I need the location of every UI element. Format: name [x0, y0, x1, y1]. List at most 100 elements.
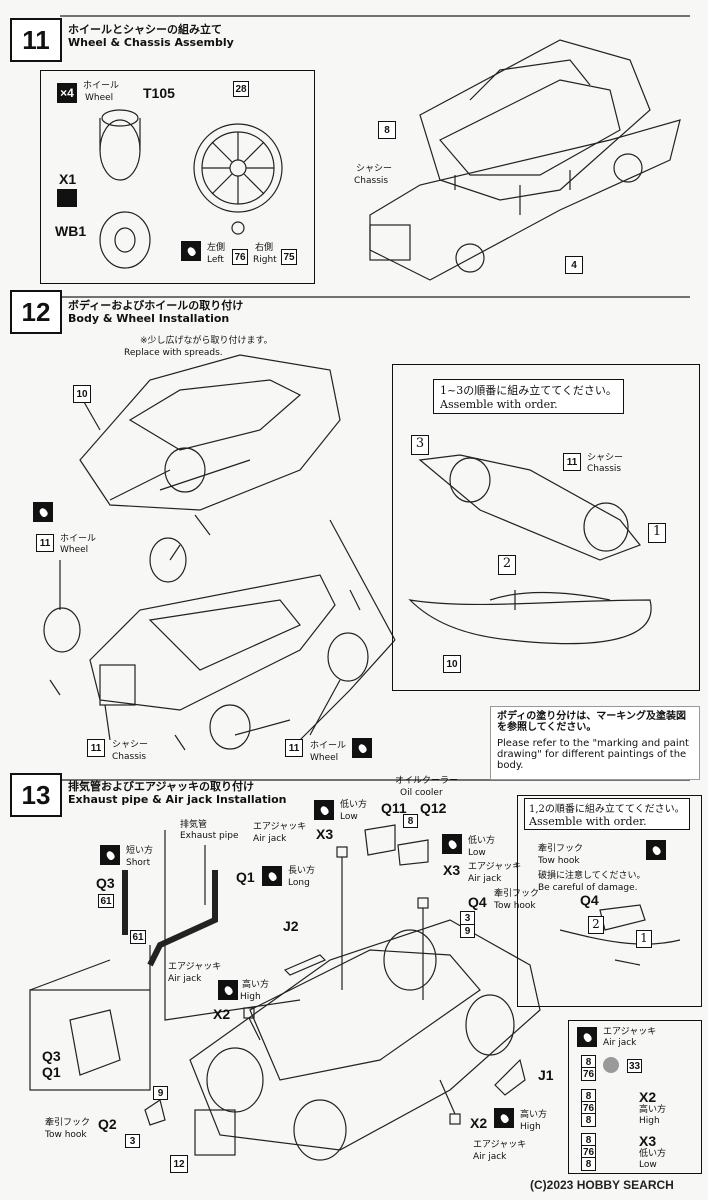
airjack-jp-2: エアジャッキ	[468, 862, 522, 872]
paint-note: ボディの塗り分けは、マーキング及塗装図を参照してください。 Please ref…	[490, 706, 700, 780]
wheel-label-jp: ホイール	[83, 81, 120, 91]
chassis-en: Chassis	[354, 176, 389, 186]
watermark: (C)2023 HOBBY SEARCH	[530, 1178, 674, 1192]
wheel-label-en: Wheel	[85, 93, 114, 103]
paint-icon	[181, 241, 201, 261]
order-3: 3	[411, 435, 429, 455]
glue-icon	[57, 189, 77, 207]
part-q1: Q1	[236, 869, 255, 885]
step12-title-en: Body & Wheel Installation	[68, 312, 230, 325]
part-j1: J1	[538, 1067, 554, 1083]
towhook-en-2: Tow hook	[45, 1130, 87, 1140]
part-x2-2: X2	[470, 1115, 488, 1131]
legend-x3: X3	[639, 1133, 657, 1149]
order13-2: 2	[588, 916, 604, 934]
legend-8-e: 8	[581, 1157, 596, 1171]
order13-1: 1	[636, 930, 652, 948]
code-9-q4: 9	[460, 924, 475, 938]
part-q4-inset: Q4	[580, 892, 599, 908]
part-t105: T105	[143, 85, 175, 101]
part-11-wheel-right: 11	[285, 739, 303, 757]
low-en-1: Low	[340, 812, 358, 822]
part-8: 8	[378, 121, 396, 139]
part-x3-1: X3	[316, 826, 334, 842]
part-x3-2: X3	[443, 862, 461, 878]
towhook-jp-1: 牽引フック	[494, 889, 540, 899]
code-8-oil: 8	[403, 814, 418, 828]
legend-x2: X2	[639, 1089, 657, 1105]
part-12: 12	[170, 1155, 188, 1173]
paint-icon-legend	[577, 1027, 597, 1047]
paint-icon-low-x3-2	[442, 834, 462, 854]
step11-title-en: Wheel & Chassis Assembly	[68, 36, 234, 49]
legend-33: 33	[627, 1059, 642, 1073]
code-61-short: 61	[98, 894, 114, 908]
paint-icon-high-x2-2	[494, 1108, 514, 1128]
towhook-en-3: Tow hook	[538, 856, 580, 866]
part-11-wheel: 11	[36, 534, 54, 552]
short-en: Short	[126, 858, 151, 868]
oil-cooler-jp: オイルクーラー	[395, 776, 459, 786]
high-en-2: High	[520, 1122, 541, 1132]
airjack-en-2: Air jack	[468, 874, 502, 884]
legend-low-en: Low	[639, 1160, 657, 1170]
part-4: 4	[565, 256, 583, 274]
part-x2-1: X2	[213, 1006, 231, 1022]
order13-en: Assemble with order.	[529, 815, 647, 828]
paint-icon-high-x2	[218, 980, 238, 1000]
step11-title-jp: ホイールとシャシーの組み立て	[68, 23, 222, 36]
chassis-en-step12: Chassis	[112, 752, 147, 762]
left-en: Left	[207, 255, 224, 265]
inset-chassis-jp: シャシー	[587, 453, 624, 463]
order-2: 2	[498, 555, 516, 575]
long-jp: 長い方	[288, 866, 316, 876]
part-wb1: WB1	[55, 223, 87, 239]
spread-note-jp: ※少し広げながら取り付けます。	[140, 336, 273, 346]
quantity-badge: ×4	[57, 83, 77, 103]
spread-note-en: Replace with spreads.	[124, 348, 223, 358]
left-jp: 左側	[207, 243, 226, 253]
towhook-jp-3: 牽引フック	[538, 844, 584, 854]
part-q11: Q11	[381, 800, 407, 816]
order13-jp: 1,2の順番に組み立ててください。	[529, 804, 685, 815]
inset-chassis-en: Chassis	[587, 464, 622, 474]
long-en: Long	[288, 878, 310, 888]
legend-airjack-en: Air jack	[603, 1038, 637, 1048]
airjack-en-3: Air jack	[168, 974, 202, 984]
chassis-jp-step12: シャシー	[112, 740, 149, 750]
right-jp: 右側	[255, 243, 274, 253]
paint-code-75: 75	[281, 249, 297, 265]
airjack-disc-icon	[603, 1057, 619, 1073]
wheel-jp-right: ホイール	[310, 741, 347, 751]
part-q1-inset: Q1	[42, 1064, 61, 1080]
inset-part-10: 10	[443, 655, 461, 673]
damage-en: Be careful of damage.	[538, 883, 638, 893]
step12-order-inset: 1~3の順番に組み立ててください。 Assemble with order. 3…	[392, 364, 700, 691]
order-callout-13: 1,2の順番に組み立ててください。 Assemble with order.	[524, 798, 690, 830]
order-jp: 1~3の順番に組み立ててください。	[440, 384, 617, 397]
damage-jp: 破損に注意してください。	[538, 871, 646, 881]
oil-cooler-en: Oil cooler	[400, 788, 443, 798]
step11-wheel-panel: ×4 ホイール Wheel T105 X1 WB1 28 左側 Left 76 …	[40, 70, 315, 284]
airjack-en-4: Air jack	[473, 1152, 507, 1162]
step-number-13: 13	[10, 773, 62, 817]
short-jp: 短い方	[126, 846, 154, 856]
airjack-jp-4: エアジャッキ	[473, 1140, 527, 1150]
part-q3: Q3	[96, 875, 115, 891]
chassis-jp: シャシー	[356, 164, 393, 174]
part-11-chassis: 11	[87, 739, 105, 757]
step12-title-jp: ボディーおよびホイールの取り付け	[68, 299, 244, 312]
wheel-en-step12: Wheel	[60, 545, 89, 555]
exhaust-jp: 排気管	[180, 820, 208, 830]
airjack-legend: エアジャッキ Air jack 8 76 33 8 76 8 X2 高い方 Hi…	[568, 1020, 702, 1174]
step13-title-jp: 排気管およびエアジャッキの取り付け	[68, 780, 255, 793]
paint-note-jp: ボディの塗り分けは、マーキング及塗装図を参照してください。	[497, 711, 686, 733]
paint-icon-towhook	[646, 840, 666, 860]
legend-high-en: High	[639, 1116, 660, 1126]
code-61-long: 61	[130, 930, 146, 944]
paint-icon-long	[262, 866, 282, 886]
high-jp-2: 高い方	[520, 1110, 548, 1120]
part-q3-inset: Q3	[42, 1048, 61, 1064]
paint-code-76: 76	[232, 249, 248, 265]
